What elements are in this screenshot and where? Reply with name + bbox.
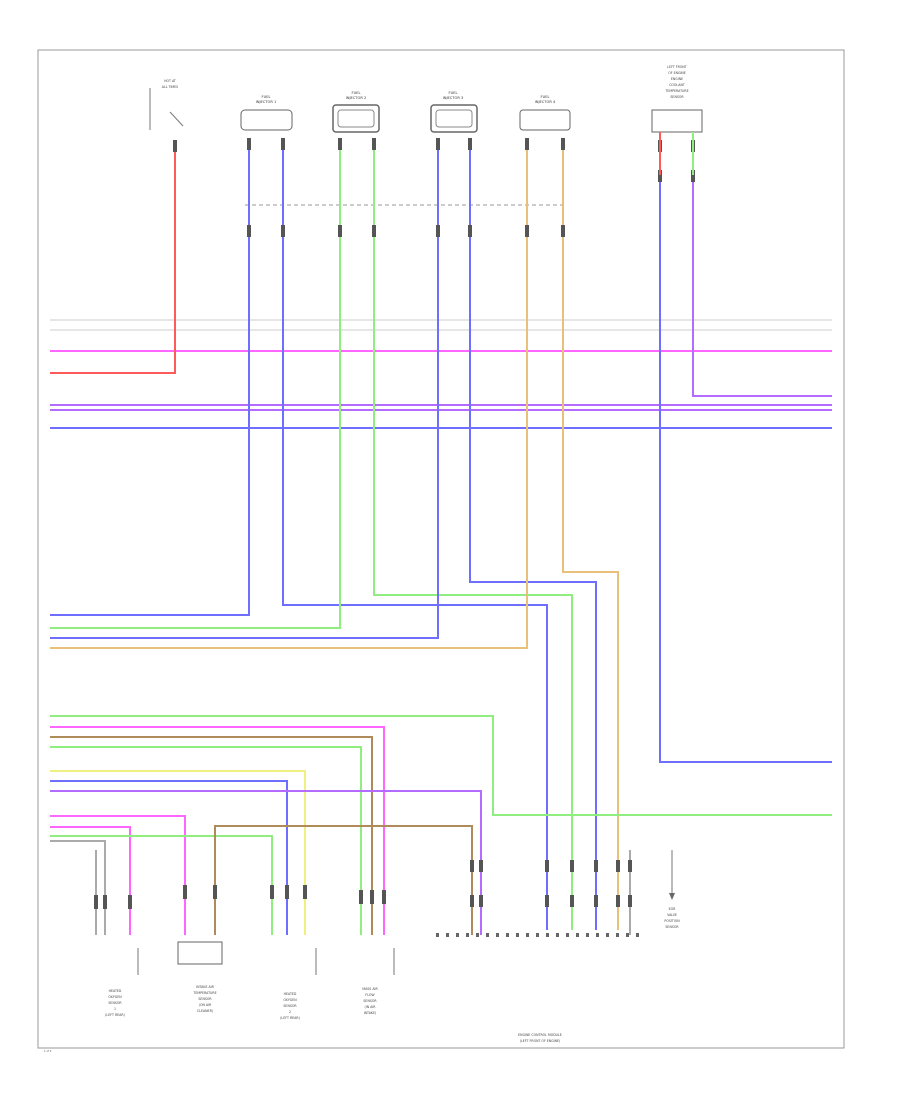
fuel-injector-3-component: FUEL INJECTOR 3 [430,91,478,133]
ecm-pin-row [436,933,639,937]
egr-sensor-label-3: SENSOR [665,925,679,929]
egr-sensor-label-2: POSITION [664,919,680,923]
o2-sensor-1-component: HEATED OXYGEN SENSOR 1 (LEFT REAR) [105,948,139,1017]
ect-sensor-label-0: LEFT FRONT [667,65,686,69]
ect-sensor-label-2: ENGINE [671,77,683,81]
maf-sensor-component: MASS AIR FLOW SENSOR (IN AIR INTAKE) [362,948,395,1015]
top-connector-pins [173,138,695,237]
maf-sensor-label-0: MASS AIR [362,987,378,991]
o2-sensor-2-label-2: SENSOR [283,1004,297,1008]
iat-sensor-component: INTAKE AIR TEMPERATURE SENSOR (ON AIR CL… [177,941,223,1013]
o2-sensor-2-label-0: HEATED [284,992,297,996]
sensor-wires [50,715,832,935]
bottom-connector-pins [94,860,632,909]
o2-sensor-2-label-3: 2 [289,1010,291,1014]
iat-sensor-label-4: CLEANER) [197,1009,213,1013]
horizontal-wires [50,140,832,429]
iat-sensor-label-0: INTAKE AIR [196,985,214,989]
fuse-block-component: HOT AT ALL TIMES [149,79,184,130]
ecm-component: ENGINE CONTROL MODULE (LEFT FRONT OF ENG… [518,1033,562,1043]
ecm-label-0: ENGINE CONTROL MODULE [518,1033,562,1037]
egr-sensor-label-0: EGR [669,907,676,911]
fuel-injector-2-component: FUEL INJECTOR 2 [332,91,380,133]
maf-sensor-label-2: SENSOR [363,999,377,1003]
injector-wires [50,140,832,930]
fuel-injector-1-label-0: FUEL [262,95,271,99]
fuel-injector-2-label-0: FUEL [352,91,361,95]
maf-sensor-label-4: INTAKE) [364,1011,377,1015]
fuel-injector-4-label-1: INJECTOR 4 [535,100,556,104]
ect-sensor-label-3: COOLANT [669,83,685,87]
fuel-injector-4-component: FUEL INJECTOR 4 [519,95,571,131]
fuel-injector-1-label-1: INJECTOR 1 [256,100,277,104]
egr-sensor-component: EGR VALVE POSITION SENSOR [664,850,680,929]
iat-sensor-label-1: TEMPERATURE [192,991,216,995]
o2-sensor-1-label-0: HEATED [109,989,122,993]
fuse-block-label-0: HOT AT [164,79,176,83]
o2-sensor-2-label-1: OXYGEN [283,998,297,1002]
o2-sensor-2-label-4: (LEFT REAR) [280,1016,300,1020]
o2-sensor-1-label-4: (LEFT REAR) [105,1013,125,1017]
o2-sensor-1-label-1: OXYGEN [108,995,122,999]
fuel-injector-3-label-1: INJECTOR 3 [443,96,464,100]
page-reference: 1 of 2 [44,1049,52,1053]
ect-sensor-label-4: TEMPERATURE [664,89,688,93]
bus-lines [50,319,832,331]
ect-sensor-label-1: OF ENGINE [668,71,686,75]
egr-sensor-label-1: VALVE [667,913,677,917]
o2-sensor-1-label-2: SENSOR [108,1001,122,1005]
ect-sensor-component: LEFT FRONT OF ENGINE ENGINE COOLANT TEMP… [651,65,703,175]
maf-sensor-label-3: (IN AIR [365,1005,377,1009]
o2-sensor-1-label-3: 1 [114,1007,116,1011]
iat-sensor-label-2: SENSOR [198,997,212,1001]
o2-sensor-2-component: HEATED OXYGEN SENSOR 2 (LEFT REAR) [280,948,317,1020]
fuel-injector-3-label-0: FUEL [449,91,458,95]
fuse-block-label-1: ALL TIMES [162,85,178,89]
diagram-frame [37,49,845,1049]
fuel-injector-2-label-1: INJECTOR 2 [346,96,367,100]
ecm-label-1: (LEFT FRONT OF ENGINE) [520,1039,560,1043]
maf-sensor-label-1: FLOW [365,993,375,997]
fuel-injector-1-component: FUEL INJECTOR 1 [240,95,293,131]
ect-sensor-label-5: SENSOR [670,95,684,99]
fuel-injector-4-label-0: FUEL [541,95,550,99]
iat-sensor-label-3: (ON AIR [199,1003,212,1007]
